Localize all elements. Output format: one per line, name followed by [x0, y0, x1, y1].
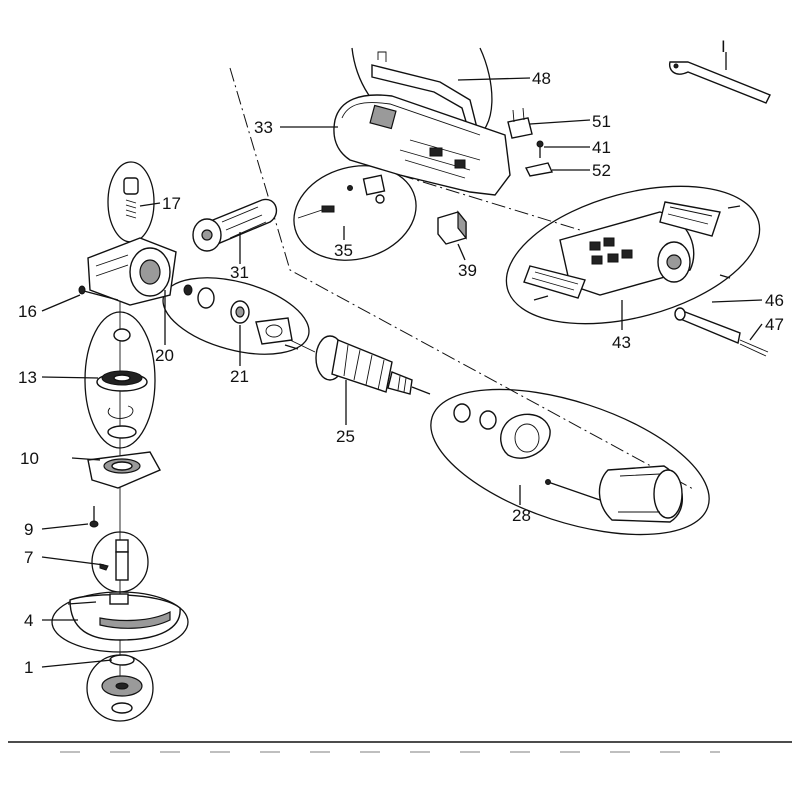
label-part-28: 28: [512, 506, 531, 525]
switch-part: [297, 174, 386, 219]
bearing-assembly-part: [183, 284, 299, 350]
label-part-20: 20: [155, 346, 174, 365]
label-wrench: I: [721, 37, 726, 56]
label-part-21: 21: [230, 367, 249, 386]
noise-filter-part: [437, 210, 467, 245]
armature-part: [289, 335, 431, 395]
bearing-flange-part: [87, 451, 161, 489]
label-part-46: 46: [765, 291, 784, 310]
clamp-part-52: [524, 162, 554, 177]
label-part-16: 16: [18, 302, 37, 321]
label-part-35: 35: [334, 241, 353, 260]
label-part-33: 33: [254, 118, 273, 137]
label-part-41: 41: [592, 138, 611, 157]
label-part-47: 47: [765, 315, 784, 334]
bevel-gear-part: [96, 328, 148, 439]
gear-housing-part: [87, 237, 177, 306]
label-part-31: 31: [230, 263, 249, 282]
spanner-wrench-part: [668, 61, 771, 104]
label-part-43: 43: [612, 333, 631, 352]
label-part-52: 52: [592, 161, 611, 180]
group-outline-17: [107, 161, 155, 243]
label-part-7: 7: [24, 548, 33, 567]
label-part-25: 25: [336, 427, 355, 446]
wheel-guard-part: [67, 593, 181, 641]
label-part-48: 48: [532, 69, 551, 88]
group-outline-28: [430, 388, 710, 536]
assembly-line-upper: [229, 67, 696, 491]
rear-cover-part: [523, 201, 741, 301]
label-part-51: 51: [592, 112, 611, 131]
screw-part-9: [89, 506, 99, 528]
label-part-9: 9: [24, 520, 33, 539]
group-outline-35: [293, 165, 417, 261]
screw-part-16: [78, 285, 119, 301]
label-part-13: 13: [18, 368, 37, 387]
stator-part: [453, 403, 684, 523]
screw-part-41: [536, 140, 544, 158]
label-part-4: 4: [24, 611, 33, 630]
power-cord-part: [674, 307, 769, 357]
spindle-part: [99, 539, 129, 581]
label-part-17: 17: [162, 194, 181, 213]
motor-housing-part: [333, 94, 511, 196]
leader-lines: [41, 52, 763, 668]
assembly-line-lower: [399, 174, 581, 231]
flange-nut-part: [101, 654, 143, 714]
label-part-10: 10: [20, 449, 39, 468]
spindle-lock-pin-part: [123, 177, 139, 219]
group-outline-43: [505, 185, 761, 325]
label-part-39: 39: [458, 261, 477, 280]
label-part-1: 1: [24, 658, 33, 677]
side-handle-part: [192, 198, 278, 252]
capacitor-part: [507, 107, 533, 139]
